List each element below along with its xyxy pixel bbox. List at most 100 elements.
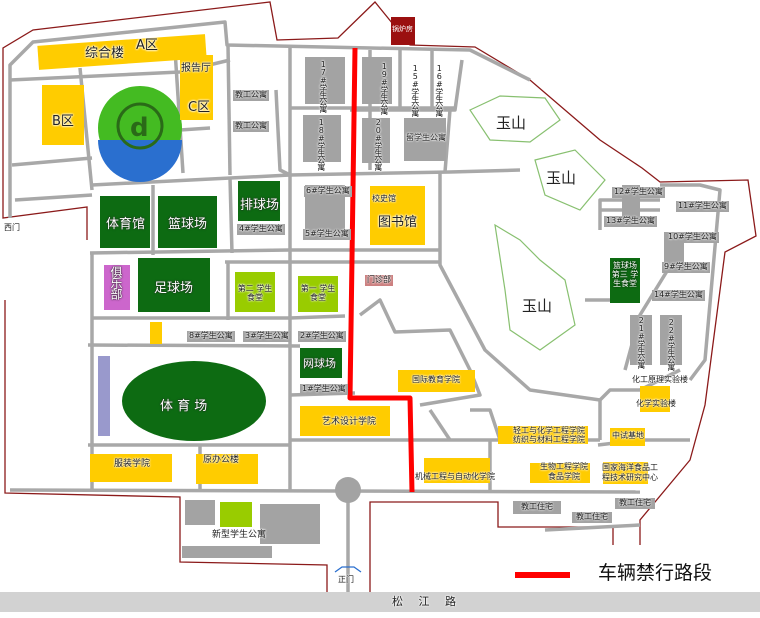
label-ocean: 国家海洋食品工 [602, 463, 658, 472]
bio-building[interactable] [530, 463, 590, 483]
new-dorm-west[interactable] [185, 500, 215, 525]
old-office-building[interactable] [196, 454, 258, 484]
label-zonghelou: 综合楼 [85, 46, 125, 61]
campus-boundary-southeast [369, 501, 614, 592]
yushan-hills [469, 95, 606, 351]
ocean-building[interactable] [603, 462, 648, 484]
boiler-room[interactable] [391, 17, 415, 45]
label-jiaogong-1: 教工公寓 [233, 90, 269, 101]
label-volleyball: 排球场 [240, 198, 280, 213]
d22-building[interactable] [660, 315, 682, 365]
track-bar [98, 356, 110, 436]
label-d15: 15#学生公寓 [410, 64, 420, 116]
label-gym: 体育馆 [106, 217, 146, 232]
label-yushan-3: 玉山 [522, 297, 553, 315]
d19-building[interactable] [362, 57, 392, 104]
label-d10: 10#学生公寓 [666, 232, 719, 243]
new-dorm-east[interactable] [260, 504, 320, 544]
art-building[interactable] [300, 406, 390, 436]
label-fashion: 服装学院 [114, 459, 151, 469]
label-stadium: 体 育 场 [160, 399, 208, 414]
campus-boundary [2, 1, 757, 545]
label-guolufang: 锅炉房 [392, 25, 413, 33]
songjiang-road-label: 松 江 路 [392, 595, 462, 608]
main-gate-label[interactable]: 正门 [338, 575, 354, 584]
label-pilot: 中试基地 [612, 431, 644, 440]
canteen1-building[interactable] [298, 276, 338, 312]
volleyball-court[interactable] [238, 181, 280, 221]
label-art: 艺术设计学院 [322, 417, 377, 427]
label-ocean-2: 程技术研究中心 [602, 473, 658, 482]
new-dorm-center[interactable] [220, 502, 252, 527]
stadium-ring: d [98, 86, 182, 182]
songjiang-road [0, 592, 760, 612]
label-club: 俱乐部 [109, 266, 123, 299]
liuxuesheng-building[interactable] [404, 118, 446, 161]
football-field[interactable] [138, 258, 210, 312]
label-staff-res-1: 教工住宅 [513, 501, 561, 514]
tennis-court[interactable] [300, 348, 342, 378]
label-mech: 机械工程与自动化学院 [415, 472, 495, 481]
d17-building[interactable] [305, 57, 345, 104]
label-liuxuesheng: 留学生公寓 [406, 133, 446, 142]
label-d6: 6#学生公寓 [304, 186, 352, 197]
label-d18: 18#学生公寓 [316, 118, 326, 170]
chemeng-building[interactable] [498, 426, 588, 444]
chem-lab-building[interactable] [640, 386, 670, 412]
label-old-office: 原办公楼 [203, 455, 240, 465]
label-canteen3: 篮球场 第三 学生食堂 [611, 261, 639, 288]
roundabout [335, 477, 361, 503]
club-building[interactable] [104, 265, 130, 310]
pilot-building[interactable] [610, 428, 645, 446]
label-d17: 17#学生公寓 [318, 60, 328, 112]
label-jiaogong-2: 教工公寓 [233, 121, 269, 132]
intl-building[interactable] [398, 370, 475, 392]
main-gate-icon [334, 566, 362, 573]
label-clinic: 门诊部 [365, 275, 393, 286]
label-d12: 12#学生公寓 [612, 187, 665, 198]
label-d20: 20#学生公寓 [373, 118, 383, 170]
small-building[interactable] [150, 322, 162, 344]
basketball-court[interactable] [158, 196, 217, 248]
label-d8: 8#学生公寓 [187, 331, 235, 342]
label-d9: 9#学生公寓 [662, 262, 710, 273]
mech-building[interactable] [424, 458, 490, 483]
label-d22: 22#学生公寓 [666, 318, 676, 370]
label-staff-res-3: 教工住宅 [615, 498, 655, 509]
d20-building[interactable] [362, 118, 390, 163]
label-tennis: 网球场 [303, 357, 336, 370]
label-d21: 21#学生公寓 [636, 316, 646, 368]
d18-building[interactable] [303, 115, 341, 162]
canteen3-building[interactable] [610, 258, 640, 303]
label-d5: 5#学生公寓 [303, 229, 351, 240]
label-a-zone: A区 [136, 38, 158, 53]
label-library: 图书馆 [378, 215, 418, 230]
library-building[interactable] [370, 186, 425, 245]
vehicle-restricted-route [347, 47, 415, 493]
canteen2-building[interactable] [235, 272, 275, 312]
campus-logo-icon: d [130, 113, 149, 143]
label-d4: 4#学生公寓 [237, 224, 285, 235]
d21-building[interactable] [630, 315, 652, 365]
b-zone-building[interactable] [42, 85, 84, 145]
stadium-track [122, 361, 266, 441]
west-gate-label[interactable]: 西门 [4, 223, 20, 232]
c-zone-building[interactable] [180, 55, 213, 120]
label-b-zone: B区 [52, 114, 74, 129]
label-d3: 3#学生公寓 [243, 331, 291, 342]
label-football: 足球场 [154, 281, 194, 296]
label-intl: 国际教育学院 [412, 375, 460, 384]
label-baogaoting: 报告厅 [181, 63, 211, 74]
gym-building[interactable] [100, 196, 150, 248]
label-huagong-lab: 化工原理实验楼 [632, 375, 688, 384]
fashion-building[interactable] [90, 454, 172, 482]
new-dorm-south[interactable] [182, 546, 272, 558]
label-textile: 纺织与材料工程学院 [513, 435, 585, 444]
label-d2: 2#学生公寓 [298, 331, 346, 342]
label-staff-res-2: 教工住宅 [572, 512, 612, 523]
campus-boundary-south [4, 300, 328, 592]
label-new-dorm: 新型学生公寓 [212, 530, 267, 540]
label-d16: 16#学生公寓 [434, 64, 444, 116]
label-chemeng: 轻工与化学工程学院 [513, 426, 585, 435]
